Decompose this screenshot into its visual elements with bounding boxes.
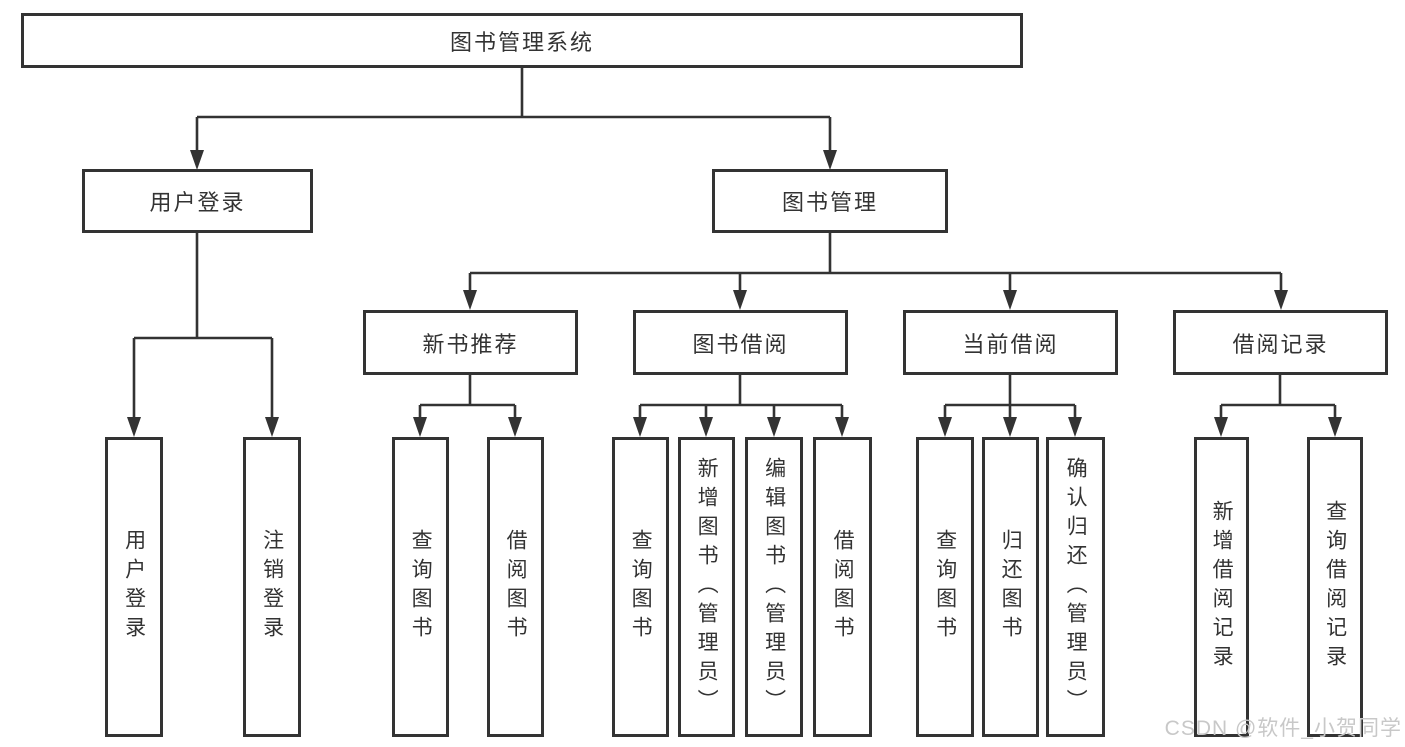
- leaf-label: 查询借阅记录: [1323, 500, 1347, 674]
- leaf-add-books-admin: 新增图书（管理员）: [678, 437, 735, 737]
- leaf-return-books: 归还图书: [982, 437, 1039, 737]
- leaf-query-books: 查询图书: [392, 437, 449, 737]
- node-book-management: 图书管理: [712, 169, 948, 233]
- leaf-label: 归还图书: [999, 529, 1023, 645]
- leaf-borrow-books: 借阅图书: [813, 437, 872, 737]
- node-label: 新书推荐: [422, 331, 519, 357]
- node-book-borrowing: 图书借阅: [633, 310, 848, 375]
- leaf-label: 注销登录: [260, 529, 284, 645]
- node-user-login: 用户登录: [82, 169, 313, 233]
- node-current-borrowing: 当前借阅: [903, 310, 1118, 375]
- leaf-logout: 注销登录: [243, 437, 301, 737]
- node-label: 用户登录: [149, 190, 246, 215]
- leaf-query-books: 查询图书: [916, 437, 974, 737]
- leaf-label: 用户登录: [122, 529, 146, 645]
- node-label: 图书管理: [781, 190, 878, 215]
- leaf-label: 借阅图书: [831, 529, 855, 645]
- node-label: 图书管理系统: [449, 29, 594, 55]
- leaf-confirm-return-admin: 确认归还（管理员）: [1046, 437, 1105, 737]
- leaf-label: 编辑图书（管理员）: [762, 456, 786, 718]
- csdn-watermark: CSDN @软件_小贺同学: [1164, 717, 1402, 740]
- leaf-label: 新增图书（管理员）: [695, 456, 719, 718]
- node-library-management-system: 图书管理系统: [21, 13, 1023, 68]
- leaf-user-login: 用户登录: [105, 437, 163, 737]
- node-label: 当前借阅: [962, 331, 1059, 357]
- leaf-borrow-books: 借阅图书: [487, 437, 544, 737]
- leaf-label: 查询图书: [409, 529, 433, 645]
- leaf-label: 确认归还（管理员）: [1064, 456, 1088, 718]
- leaf-label: 查询图书: [629, 529, 653, 645]
- leaf-edit-books-admin: 编辑图书（管理员）: [745, 437, 803, 737]
- node-borrow-records: 借阅记录: [1173, 310, 1388, 375]
- leaf-add-borrow-record: 新增借阅记录: [1194, 437, 1249, 737]
- arrowhead-icons: [127, 150, 1342, 437]
- node-new-book-recommend: 新书推荐: [363, 310, 578, 375]
- leaf-query-books: 查询图书: [612, 437, 669, 737]
- leaf-label: 借阅图书: [504, 529, 528, 645]
- leaf-label: 新增借阅记录: [1210, 500, 1234, 674]
- leaf-label: 查询图书: [933, 529, 957, 645]
- node-label: 图书借阅: [692, 331, 789, 357]
- leaf-query-borrow-record: 查询借阅记录: [1307, 437, 1363, 737]
- node-label: 借阅记录: [1232, 331, 1329, 357]
